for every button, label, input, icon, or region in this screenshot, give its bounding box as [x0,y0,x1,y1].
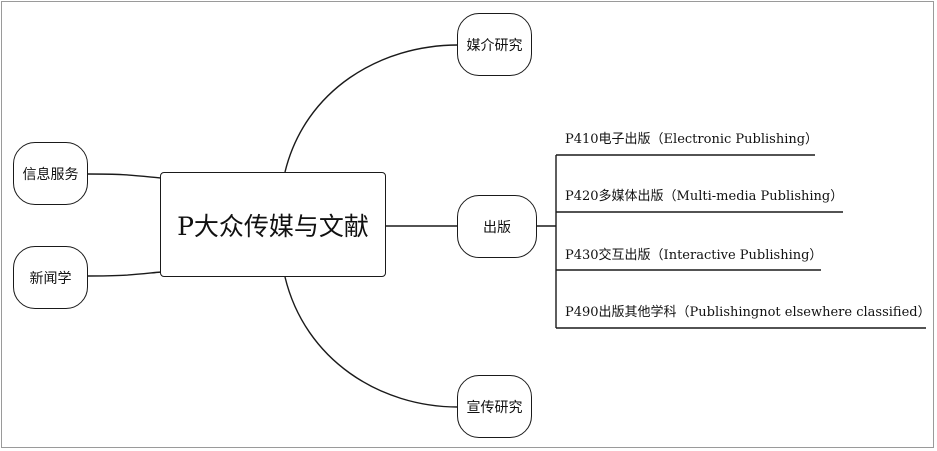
node-xuanchuan-yanjiu-label: 宣传研究 [466,399,523,416]
link-meijie-yanjiu [284,44,459,173]
node-xinxi-fuwu-label: 信息服务 [22,166,79,183]
node-center: P大众传媒与文献 [160,172,386,277]
node-xinwenxue-label: 新闻学 [29,270,72,287]
node-meijie-yanjiu: 媒介研究 [457,13,532,76]
node-xuanchuan-yanjiu: 宣传研究 [457,375,532,438]
branch-label-p420: P420多媒体出版（Multi-media Publishing） [565,189,844,204]
node-meijie-yanjiu-label: 媒介研究 [466,37,523,54]
node-chuban-label: 出版 [483,219,511,236]
branch-label-p410: P410电子出版（Electronic Publishing） [565,132,819,147]
link-xinxi-fuwu [86,173,162,179]
link-xinwenxue [86,271,162,277]
node-xinwenxue: 新闻学 [13,246,88,309]
node-xinxi-fuwu: 信息服务 [13,142,88,205]
node-chuban: 出版 [457,195,537,258]
node-center-label: P大众传媒与文献 [177,211,369,241]
branch-label-p430: P430交互出版（Interactive Publishing） [565,248,823,263]
branch-label-p490: P490出版其他学科（Publishingnot elsewhere class… [565,305,931,320]
link-xuanchuan-yanjiu [284,276,459,408]
